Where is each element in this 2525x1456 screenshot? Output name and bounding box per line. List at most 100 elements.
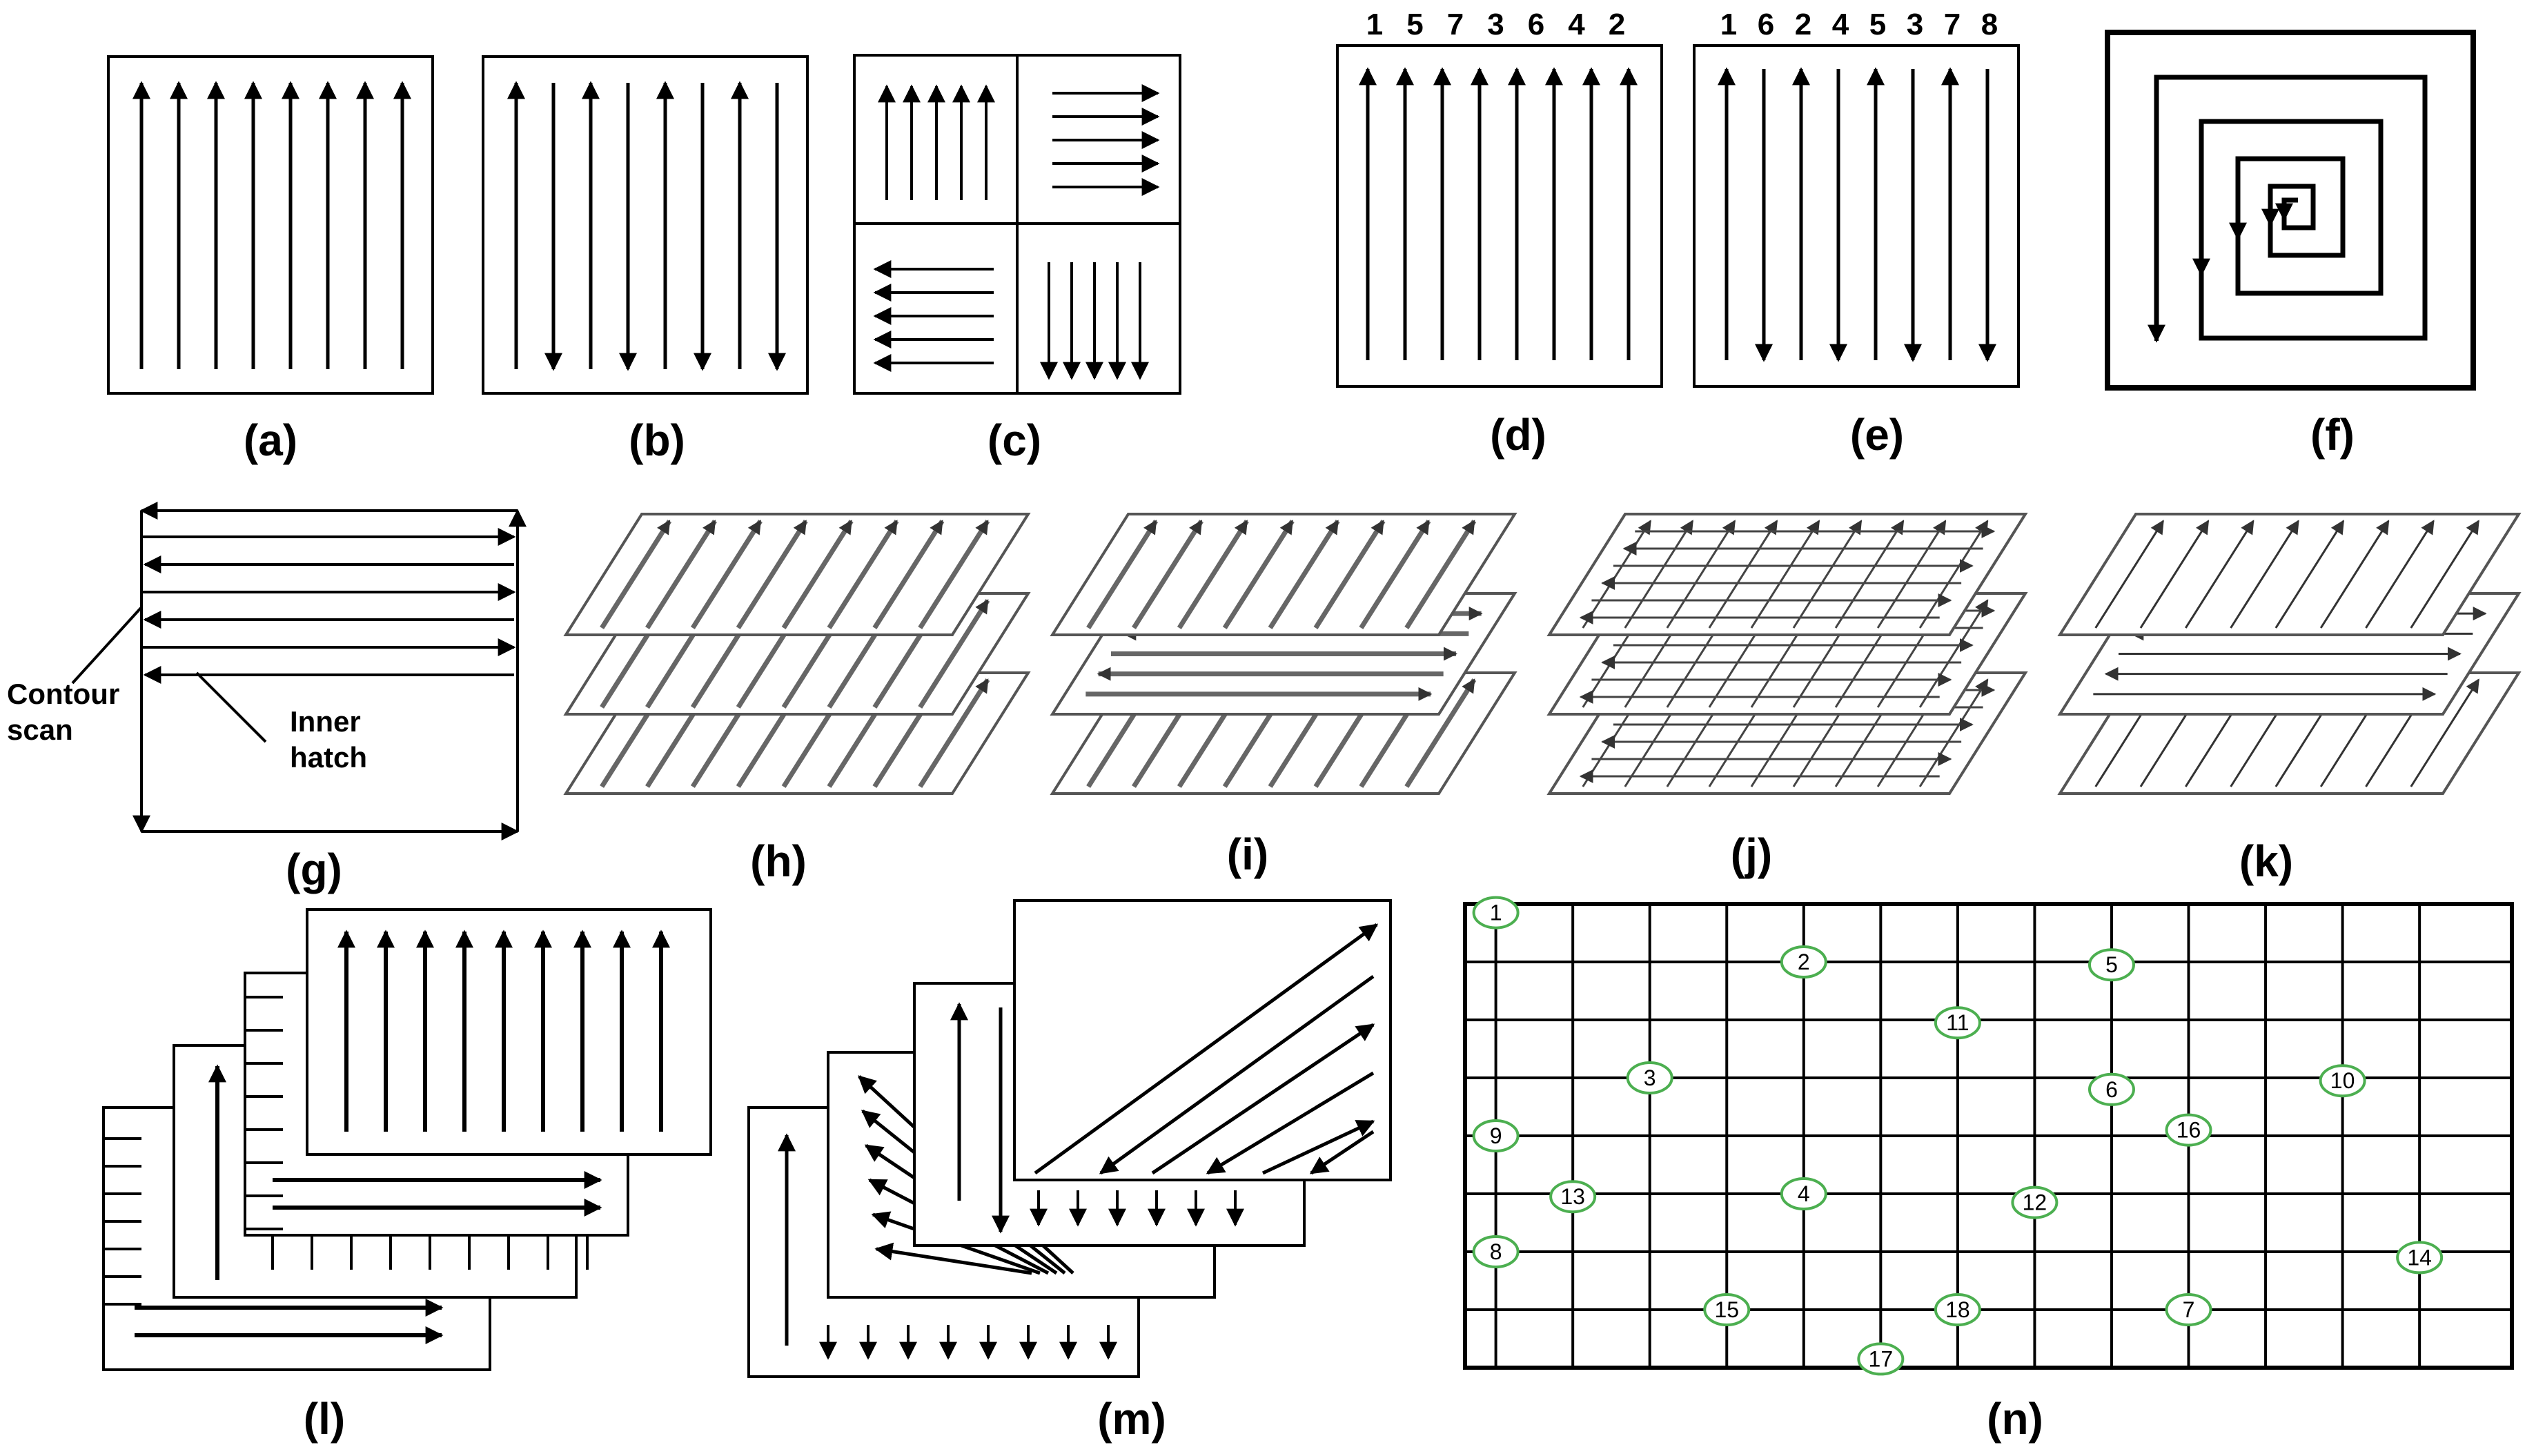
hatch-vector <box>1876 520 1947 629</box>
hatch-vector <box>918 678 990 788</box>
hatch-vector <box>874 1242 1032 1275</box>
hatch-vector <box>1918 599 1989 708</box>
point-number: 3 <box>1644 1065 1656 1090</box>
hatch-vector <box>1132 520 1203 629</box>
hatch-vector <box>2139 520 2210 629</box>
panel-l-layers <box>102 908 712 1371</box>
order-number: 7 <box>1447 8 1464 41</box>
hatch-vector <box>2365 520 2435 629</box>
hatch-vector <box>1624 520 1694 629</box>
point-number: 13 <box>1560 1184 1585 1209</box>
panel-l-label: (l) <box>304 1394 345 1444</box>
panel-m-label: (m) <box>1097 1394 1166 1444</box>
panel-a: (a) <box>107 55 434 465</box>
point-number: 2 <box>1798 950 1810 974</box>
hatch-vector <box>1834 520 1905 629</box>
panel-j-label: (j) <box>1731 829 1772 879</box>
point-marker <box>2396 1241 2444 1275</box>
panel-h-layers <box>563 513 1031 795</box>
hatch-vector <box>1666 520 1736 629</box>
layer-plane <box>563 513 1031 636</box>
order-number: 7 <box>1944 8 1961 41</box>
panel-m: (m) <box>747 899 1392 1444</box>
panel-i: (i) <box>1050 513 1517 879</box>
contour-scan-label-line1: Contour <box>7 678 119 710</box>
hatch-vector <box>1918 678 1989 787</box>
diag-vector <box>1309 1130 1375 1175</box>
panel-b-label: (b) <box>629 415 685 465</box>
hatch-vector <box>1918 520 1989 629</box>
point-marker <box>1472 1119 1520 1152</box>
order-number: 5 <box>1869 8 1886 41</box>
panel-l: (l) <box>102 908 712 1444</box>
point-number: 17 <box>1869 1346 1894 1371</box>
panel-e-scan-vectors <box>1718 67 1996 362</box>
panel-f-spiral <box>2154 75 2428 341</box>
diag-vector <box>1151 1023 1375 1175</box>
hatch-vector <box>690 520 763 629</box>
point-number: 7 <box>2183 1297 2195 1322</box>
hatch-vector <box>1268 520 1340 629</box>
order-number: 2 <box>1609 8 1625 41</box>
hatch-vector <box>600 520 672 629</box>
panel-j-layers <box>1546 513 2028 795</box>
diag-vector <box>1206 1071 1375 1175</box>
diag-vector <box>1099 974 1375 1175</box>
point-number: 8 <box>1490 1239 1502 1264</box>
point-number: 14 <box>2407 1245 2432 1270</box>
point-marker <box>2087 948 2135 982</box>
layer-plane <box>1546 513 2028 636</box>
hatch-vector <box>827 520 899 629</box>
point-number: 6 <box>2105 1077 2118 1102</box>
panel-c-label: (c) <box>988 415 1041 465</box>
panel-m-layers <box>747 899 1392 1378</box>
contour-scan-label-line2: scan <box>7 714 73 746</box>
order-number: 6 <box>1528 8 1544 41</box>
hatch-vector <box>781 520 854 629</box>
hatch-vector <box>1404 678 1477 788</box>
point-number: 10 <box>2330 1068 2355 1093</box>
hatch-vector <box>1582 520 1652 629</box>
inner-hatch-label-line1: Inner <box>290 705 361 738</box>
panel-f: (f) <box>2105 30 2476 460</box>
point-number: 5 <box>2105 952 2118 977</box>
inner-hatch-label-line2: hatch <box>290 741 367 774</box>
panel-c: (c) <box>853 54 1181 465</box>
panel-i-label: (i) <box>1227 829 1268 879</box>
order-number: 1 <box>1720 8 1737 41</box>
hatch-vector <box>1404 520 1477 629</box>
order-number: 5 <box>1406 8 1423 41</box>
point-marker <box>2165 1113 2212 1147</box>
order-number: 4 <box>1832 8 1849 41</box>
point-number: 15 <box>1714 1297 1739 1322</box>
point-marker <box>1626 1061 1673 1094</box>
diag-vector <box>1034 923 1379 1175</box>
hatch-vector <box>1792 520 1863 629</box>
panel-e-label: (e) <box>1850 410 1904 460</box>
point-marker <box>1472 896 1520 929</box>
hatch-vector <box>2275 520 2345 629</box>
panel-b: (b) <box>482 55 809 465</box>
point-marker <box>1934 1006 1981 1040</box>
hatch-vector <box>1086 520 1159 629</box>
point-marker <box>2165 1293 2212 1326</box>
panel-a-label: (a) <box>244 415 297 465</box>
point-marker <box>1780 945 1827 978</box>
panel-d-scan-vectors <box>1359 67 1638 360</box>
point-number: 18 <box>1945 1297 1970 1322</box>
panel-b-scan-vectors <box>507 81 786 371</box>
point-number: 12 <box>2023 1190 2047 1215</box>
panel-f-label: (f) <box>2310 410 2355 460</box>
point-marker <box>1780 1177 1827 1210</box>
hatch-vector <box>2410 520 2480 629</box>
hatch-vector <box>2319 520 2390 629</box>
hatch-vector <box>1708 520 1778 629</box>
point-marker <box>2319 1064 2366 1098</box>
hatch-vector <box>645 520 717 629</box>
panel-a-scan-vectors <box>132 81 411 369</box>
